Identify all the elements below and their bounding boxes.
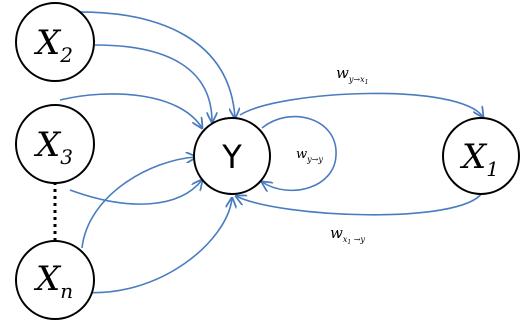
weight-x1-to-y: wx1 →y	[330, 224, 365, 246]
svg-text:X1: X1	[459, 137, 499, 181]
edge-xn-to-y-lower	[77, 198, 232, 294]
edge-y-self-loop	[262, 115, 337, 191]
node-x3: X3	[15, 104, 95, 184]
svg-text:Xn: Xn	[33, 259, 73, 303]
edge-x2-to-y-outer	[69, 11, 235, 118]
edge-xn-to-y	[81, 157, 196, 249]
node-xn: Xn	[15, 240, 95, 320]
edge-x1-to-y	[236, 192, 483, 216]
edge-y-to-x1	[239, 92, 483, 117]
weight-y-to-y: wy→y	[296, 147, 323, 164]
node-x1: X1	[442, 117, 520, 195]
node-y: Y	[193, 117, 271, 195]
svg-text:X3: X3	[33, 125, 73, 169]
edges	[53, 11, 483, 294]
weight-y-to-x1: wy→x1	[336, 64, 368, 86]
svg-text:Y: Y	[221, 138, 242, 176]
svg-text:X2: X2	[33, 23, 73, 67]
node-x2: X2	[15, 2, 95, 82]
edge-x2-to-y-inner	[94, 44, 212, 122]
edge-x3-y-bottom	[69, 180, 202, 205]
edge-x3-to-y-top	[59, 93, 202, 128]
